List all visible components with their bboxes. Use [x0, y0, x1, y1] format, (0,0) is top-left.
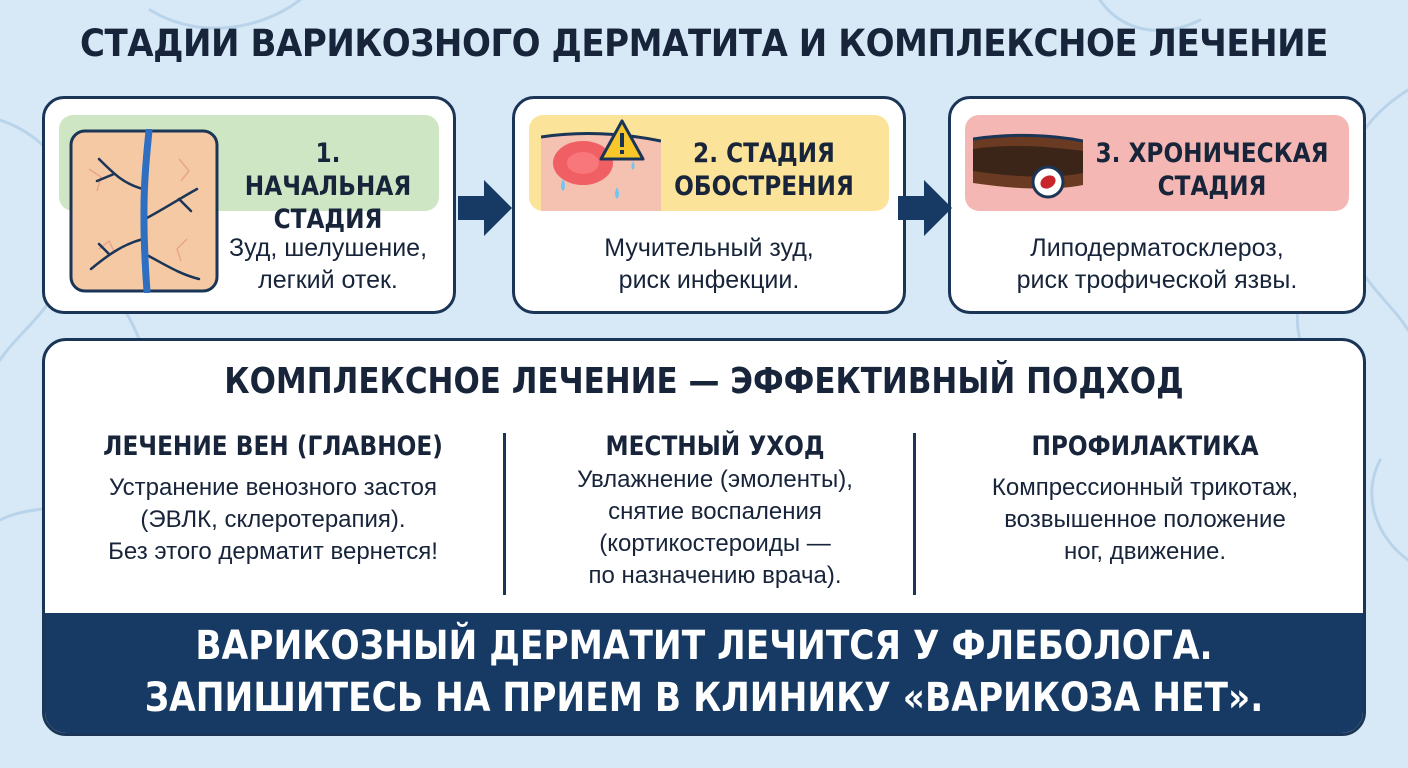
- stage-desc-chronic-line1: Липодерматосклероз,: [1030, 234, 1284, 262]
- ulcer-icon: [1031, 165, 1065, 199]
- stage-title-chronic-line2: СТАДИЯ: [1157, 171, 1267, 202]
- stage-desc-initial-line1: Зуд, шелушение,: [228, 234, 428, 262]
- warning-icon: [599, 119, 645, 161]
- column-divider: [503, 433, 506, 595]
- treatment-title: КОМПЛЕКСНОЕ ЛЕЧЕНИЕ — ЭФФЕКТИВНЫЙ ПОДХОД: [224, 361, 1184, 402]
- stage-title-initial-line1: 1. НАЧАЛЬНАЯ: [244, 138, 412, 202]
- column-line: Компрессионный трикотаж,: [991, 474, 1299, 501]
- column-line: возвышенное положение: [1004, 506, 1286, 533]
- banner-line-1: ВАРИКОЗНЫЙ ДЕРМАТИТ ЛЕЧИТСЯ У ФЛЕБОЛОГА.: [195, 623, 1213, 669]
- banner-line-2: ЗАПИШИТЕСЬ НА ПРИЕМ В КЛИНИКУ «ВАРИКОЗА …: [144, 675, 1264, 721]
- column-line: (кортикостероиды —: [599, 530, 831, 557]
- column-heading-local-care: МЕСТНЫЙ УХОД: [605, 431, 825, 462]
- stage-desc-acute-line2: риск инфекции.: [618, 266, 800, 294]
- column-line: по назначению врача).: [588, 562, 842, 589]
- column-line: Увлажнение (эмоленты),: [577, 466, 853, 493]
- treatment-column-local-care: МЕСТНЫЙ УХОД Увлажнение (эмоленты), снят…: [515, 431, 915, 592]
- column-line: Без этого дерматит вернется!: [108, 538, 438, 565]
- column-line: снятие воспаления: [608, 498, 822, 525]
- stage-title-chronic-line1: 3. ХРОНИЧЕСКАЯ: [1095, 138, 1329, 169]
- treatment-column-veins: ЛЕЧЕНИЕ ВЕН (ГЛАВНОЕ) Устранение венозно…: [53, 431, 493, 568]
- column-line: ног, движение.: [1064, 538, 1226, 565]
- column-divider: [913, 433, 916, 595]
- stage-card-chronic: 3. ХРОНИЧЕСКАЯ СТАДИЯ Липодерматосклероз…: [948, 96, 1366, 314]
- stage-title-acute-line2: ОБОСТРЕНИЯ: [674, 171, 854, 202]
- stage-card-initial: 1. НАЧАЛЬНАЯ СТАДИЯ Зуд, шелушение, легк…: [42, 96, 456, 314]
- call-to-action-banner: ВАРИКОЗНЫЙ ДЕРМАТИТ ЛЕЧИТСЯ У ФЛЕБОЛОГА.…: [45, 613, 1363, 733]
- stage-title-initial-line2: СТАДИЯ: [273, 204, 383, 235]
- treatment-panel: КОМПЛЕКСНОЕ ЛЕЧЕНИЕ — ЭФФЕКТИВНЫЙ ПОДХОД…: [42, 338, 1366, 736]
- treatment-column-prevention: ПРОФИЛАКТИКА Компрессионный трикотаж, во…: [925, 431, 1363, 568]
- chronic-skin-icon: [973, 133, 1083, 189]
- vein-leg-icon: [69, 129, 219, 293]
- stage-card-acute: 2. СТАДИЯ ОБОСТРЕНИЯ Мучительный зуд, ри…: [512, 96, 906, 314]
- stage-desc-initial-line2: легкий отек.: [258, 266, 398, 294]
- stage-title-acute-line1: 2. СТАДИЯ: [693, 138, 835, 169]
- stage-desc-acute-line1: Мучительный зуд,: [604, 234, 814, 262]
- arrow-right-icon: [458, 180, 512, 236]
- arrow-right-icon: [898, 180, 952, 236]
- page-title: СТАДИИ ВАРИКОЗНОГО ДЕРМАТИТА И КОМПЛЕКСН…: [80, 22, 1328, 65]
- column-heading-veins: ЛЕЧЕНИЕ ВЕН (ГЛАВНОЕ): [103, 431, 443, 462]
- column-heading-prevention: ПРОФИЛАКТИКА: [1031, 431, 1259, 462]
- stage-desc-chronic-line2: риск трофической язвы.: [1016, 266, 1298, 294]
- column-line: Устранение венозного застоя: [108, 474, 438, 501]
- column-line: (ЭВЛК, склеротерапия).: [140, 506, 406, 533]
